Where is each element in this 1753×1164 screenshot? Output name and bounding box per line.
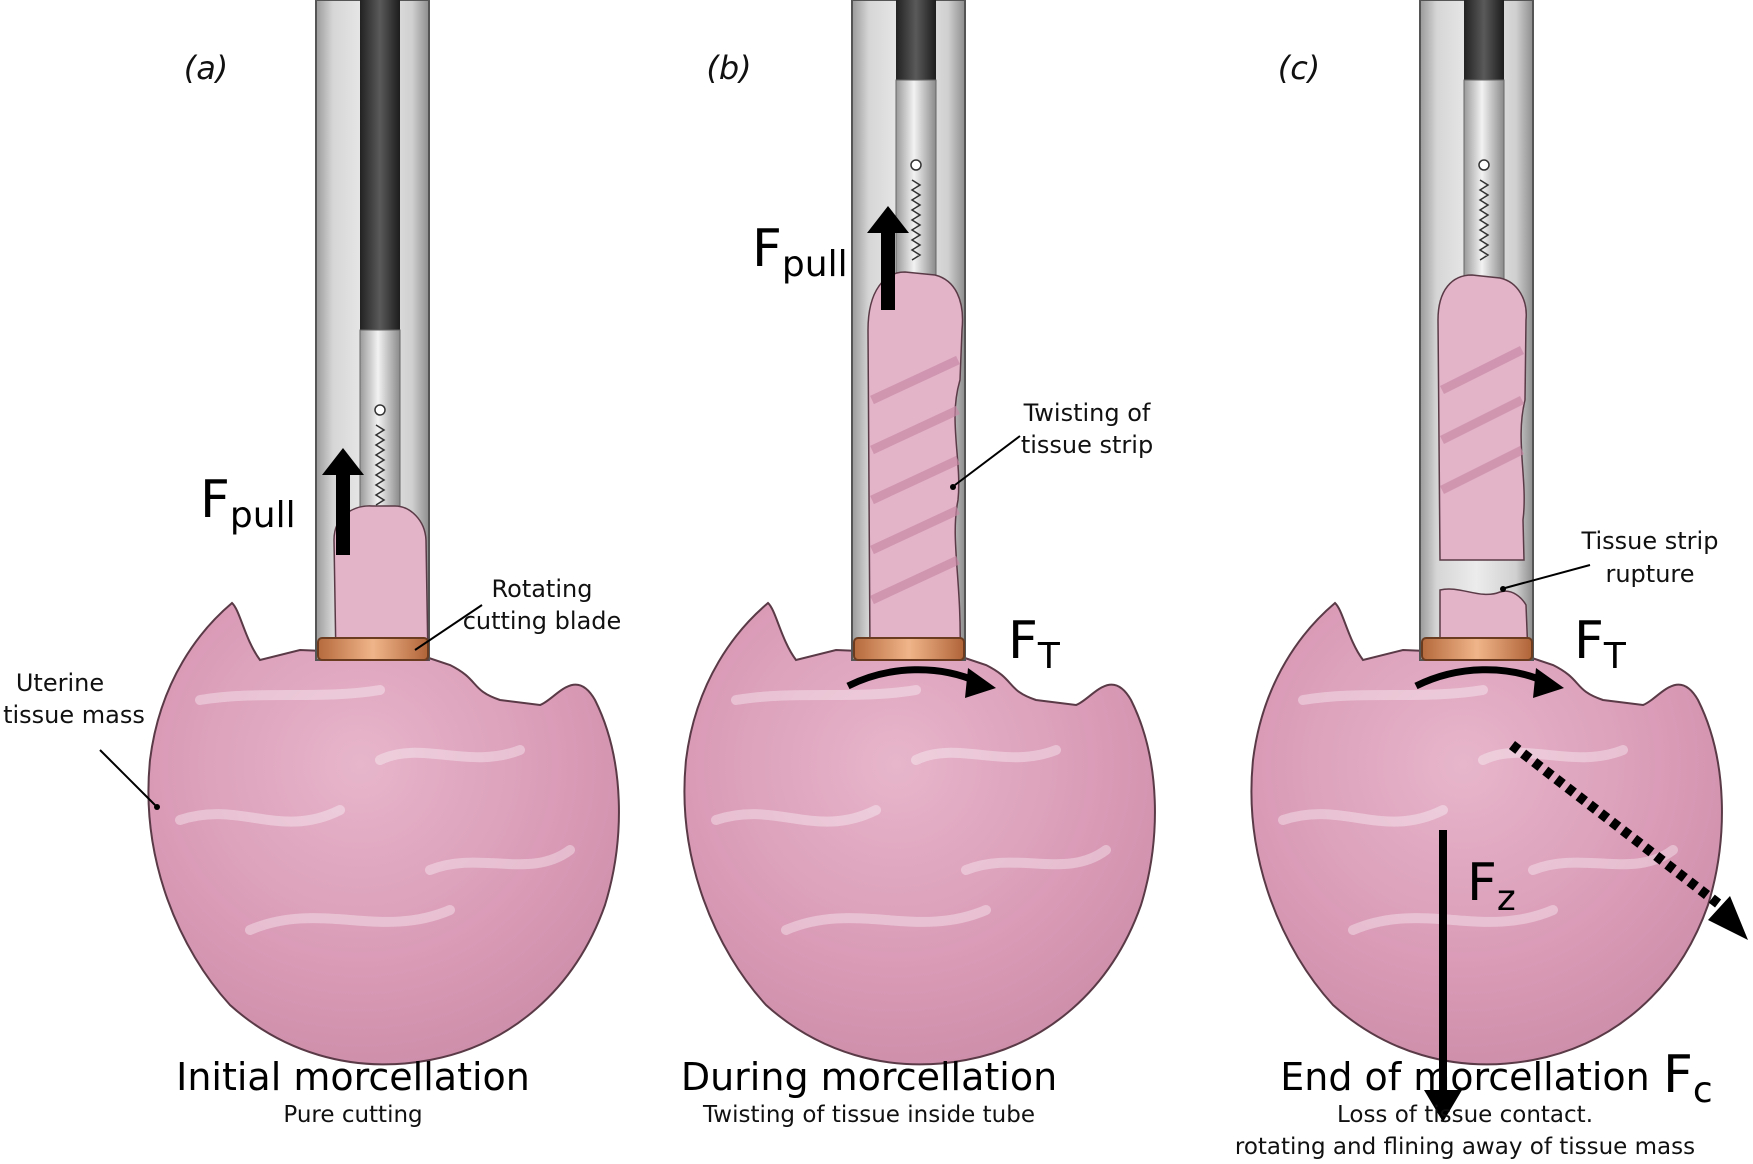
twist-lines-b [870, 355, 960, 605]
ft-arrowhead-b [965, 668, 996, 698]
anno-twist-b-line1: Twisting of [1023, 399, 1151, 427]
jaw-teeth-c [1478, 179, 1490, 261]
fz-arrowhead-c [1424, 1090, 1462, 1122]
force-ft-c-symbol: F [1574, 611, 1604, 671]
cutting-blade-a [317, 637, 429, 661]
force-ft-b-subscript: T [1037, 636, 1061, 677]
leader-tissue-a [99, 749, 156, 806]
uterine-tissue-mass-b [683, 601, 1156, 1066]
force-ft-b: FT [1008, 611, 1061, 677]
caption-subtitle-c-line1: Loss of tissue contact. [1337, 1102, 1593, 1128]
anno-tissue-a-line2: tissue mass [3, 701, 145, 729]
ft-rotation-arrow-b [846, 666, 980, 690]
tissue-highlights-a [175, 685, 575, 935]
anno-twist-b-line2: tissue strip [1021, 431, 1153, 459]
force-fpull-a: Fpull [200, 470, 296, 536]
rod-dark-c [1464, 0, 1504, 80]
leader-blade-a [414, 604, 483, 651]
force-fpull-b: Fpull [752, 219, 848, 285]
anno-blade-a-line2: cutting blade [463, 607, 622, 635]
rod-hole-c [1478, 159, 1490, 171]
rod-dark-b [896, 0, 936, 80]
twist-lines-c [1439, 345, 1525, 495]
panel-a [99, 0, 620, 1066]
uterine-tissue-mass-c [1250, 601, 1723, 1066]
rod-hole-a [374, 404, 386, 416]
force-fpull-b-subscript: pull [782, 244, 848, 285]
force-fc-c-subscript: c [1693, 1070, 1713, 1111]
force-fpull-a-subscript: pull [230, 495, 296, 536]
panel-label-c: (c) [1278, 49, 1321, 87]
anno-blade-a-line1: Rotating [492, 575, 593, 603]
panel-c [1250, 0, 1748, 1122]
force-fc-c: Fc [1663, 1045, 1713, 1111]
force-fz-c: Fz [1467, 853, 1516, 919]
fpull-arrowhead-b [867, 206, 909, 233]
panel-label-a: (a) [184, 49, 229, 87]
leader-rupture-c [1504, 564, 1591, 589]
force-fz-c-symbol: F [1467, 853, 1497, 913]
uterine-tissue-mass [147, 601, 620, 1066]
leader-dot-b [950, 484, 956, 490]
force-ft-c: FT [1574, 611, 1627, 677]
force-fc-c-symbol: F [1663, 1045, 1693, 1105]
leader-dot-c [1500, 586, 1506, 592]
force-fpull-b-symbol: F [752, 219, 782, 279]
force-ft-c-subscript: T [1603, 636, 1627, 677]
rod-dark-a [360, 0, 400, 330]
ft-rotation-arrow-c [1414, 666, 1548, 690]
fc-arrow-c [1508, 741, 1724, 909]
caption-subtitle-a: Pure cutting [283, 1102, 422, 1128]
jaw-teeth-a [374, 424, 386, 506]
rod-light-c [1463, 79, 1505, 311]
text-layer: (a) (b) (c) Fpull Fpull FT FT Fz Fc Rota… [3, 49, 1718, 1160]
fpull-arrowhead-a [322, 448, 364, 475]
force-fz-c-subscript: z [1497, 878, 1516, 919]
caption-title-a: Initial morcellation [176, 1055, 530, 1099]
tissue-highlights-b [711, 685, 1111, 935]
caption-title-b: During morcellation [681, 1055, 1057, 1099]
cutting-blade-c [1421, 637, 1533, 661]
cutting-blade-b [853, 637, 965, 661]
leader-dot-a [154, 804, 160, 810]
force-ft-b-symbol: F [1008, 611, 1038, 671]
anno-tissue-a-line1: Uterine [16, 669, 104, 697]
leader-twist-b [954, 435, 1021, 486]
fc-arrowhead-c [1708, 896, 1748, 940]
anno-rupture-c-line2: rupture [1605, 560, 1694, 588]
panel-label-b: (b) [706, 49, 751, 87]
jaw-teeth-b [910, 179, 922, 261]
caption-subtitle-b: Twisting of tissue inside tube [702, 1102, 1035, 1128]
rod-hole-b [910, 159, 922, 171]
force-fpull-a-symbol: F [200, 470, 230, 530]
panel-b [683, 0, 1156, 1066]
anno-rupture-c-line1: Tissue strip [1581, 527, 1719, 555]
caption-subtitle-c-line2: rotating and flining away of tissue mass [1235, 1134, 1695, 1160]
ft-arrowhead-c [1533, 668, 1564, 698]
caption-title-c: End of morcellation [1280, 1055, 1650, 1099]
